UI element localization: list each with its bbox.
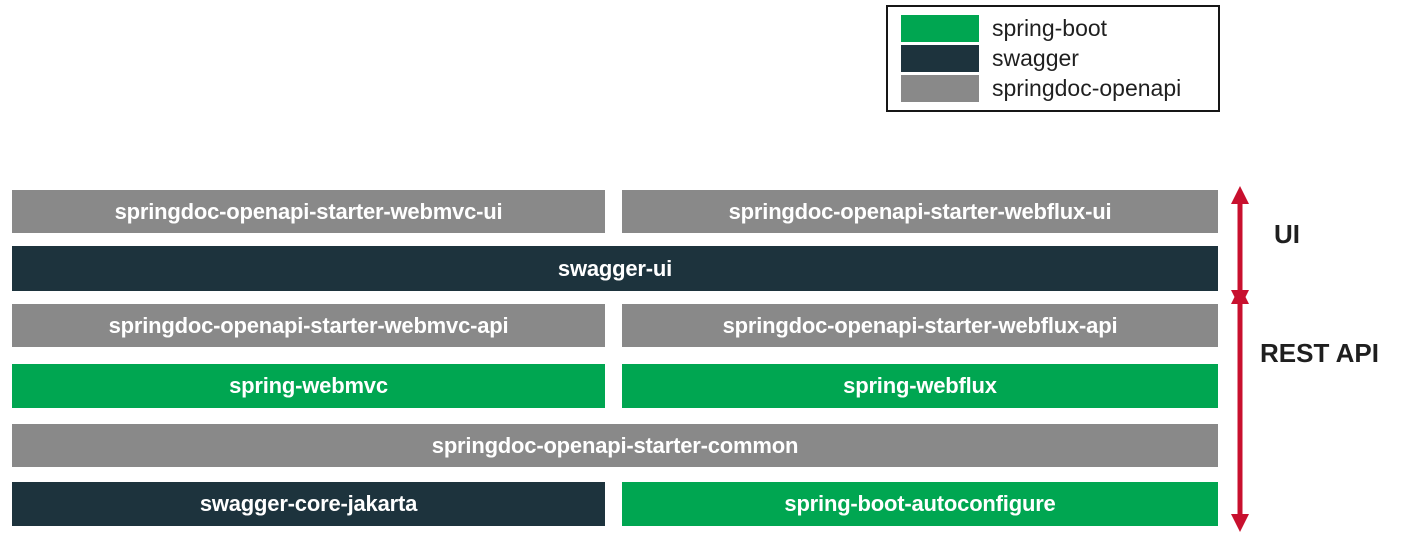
springdoc-openapi-color-swatch — [901, 75, 979, 102]
block-webflux-api: springdoc-openapi-starter-webflux-api — [622, 304, 1218, 347]
legend-item-springdoc-openapi: springdoc-openapi — [901, 75, 1218, 102]
legend-label: springdoc-openapi — [992, 75, 1182, 101]
legend-label: swagger — [992, 45, 1079, 71]
swagger-color-swatch — [901, 45, 979, 72]
block-webmvc-ui: springdoc-openapi-starter-webmvc-ui — [12, 190, 605, 233]
block-spring-webmvc: spring-webmvc — [12, 364, 605, 408]
ui-section-label: UI — [1274, 219, 1300, 249]
block-webmvc-api: springdoc-openapi-starter-webmvc-api — [12, 304, 605, 347]
block-spring-webflux: spring-webflux — [622, 364, 1218, 408]
block-webflux-ui: springdoc-openapi-starter-webflux-ui — [622, 190, 1218, 233]
legend-item-swagger: swagger — [901, 45, 1218, 72]
block-spring-boot-autoconfigure: spring-boot-autoconfigure — [622, 482, 1218, 526]
legend: spring-boot swagger springdoc-openapi — [886, 5, 1220, 112]
block-swagger-ui: swagger-ui — [12, 246, 1218, 291]
block-starter-common: springdoc-openapi-starter-common — [12, 424, 1218, 467]
spring-boot-color-swatch — [901, 15, 979, 42]
rest-api-section-label: REST API — [1260, 338, 1379, 368]
legend-label: spring-boot — [992, 15, 1108, 41]
rest-api-span-arrow-icon — [1231, 286, 1249, 532]
block-swagger-core-jakarta: swagger-core-jakarta — [12, 482, 605, 526]
span-arrows — [1231, 186, 1249, 532]
legend-item-spring-boot: spring-boot — [901, 15, 1218, 42]
